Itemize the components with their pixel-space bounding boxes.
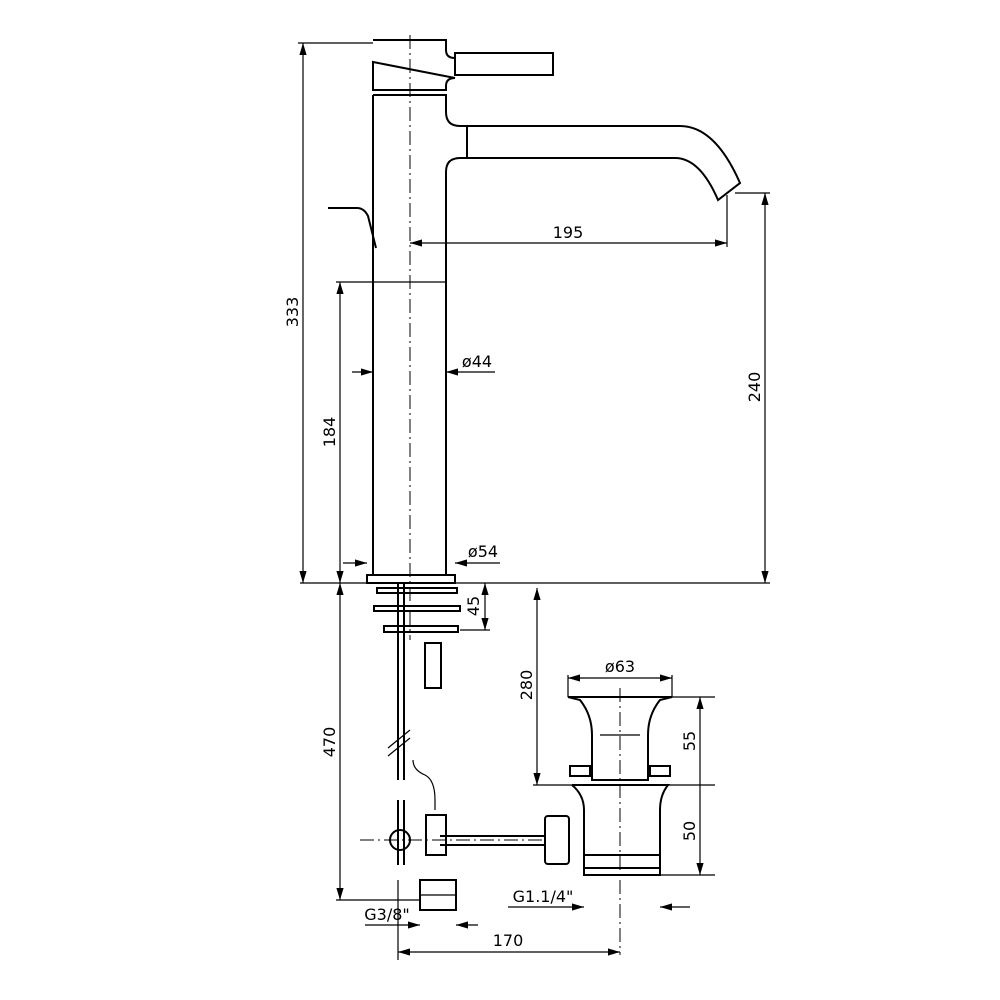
label-333: 333 bbox=[283, 297, 302, 328]
label-195: 195 bbox=[553, 223, 584, 242]
label-184: 184 bbox=[320, 417, 339, 448]
dimension-labels: 333 195 240 184 ø44 ø54 45 280 470 ø63 5… bbox=[283, 223, 764, 950]
dimension-lines bbox=[298, 42, 770, 960]
mounting-assembly bbox=[360, 583, 545, 911]
label-240: 240 bbox=[745, 372, 764, 403]
label-g38: G3/8" bbox=[364, 905, 410, 924]
label-d54: ø54 bbox=[468, 542, 498, 561]
label-280: 280 bbox=[517, 670, 536, 701]
label-470: 470 bbox=[320, 727, 339, 758]
label-50: 50 bbox=[680, 821, 699, 841]
faucet-body bbox=[328, 35, 742, 640]
label-d63: ø63 bbox=[605, 657, 635, 676]
label-45: 45 bbox=[464, 596, 483, 616]
label-g114: G1.1/4" bbox=[513, 887, 574, 906]
drain-waste bbox=[544, 688, 673, 955]
label-170: 170 bbox=[493, 931, 524, 950]
label-d44: ø44 bbox=[462, 352, 492, 371]
label-55: 55 bbox=[680, 731, 699, 751]
